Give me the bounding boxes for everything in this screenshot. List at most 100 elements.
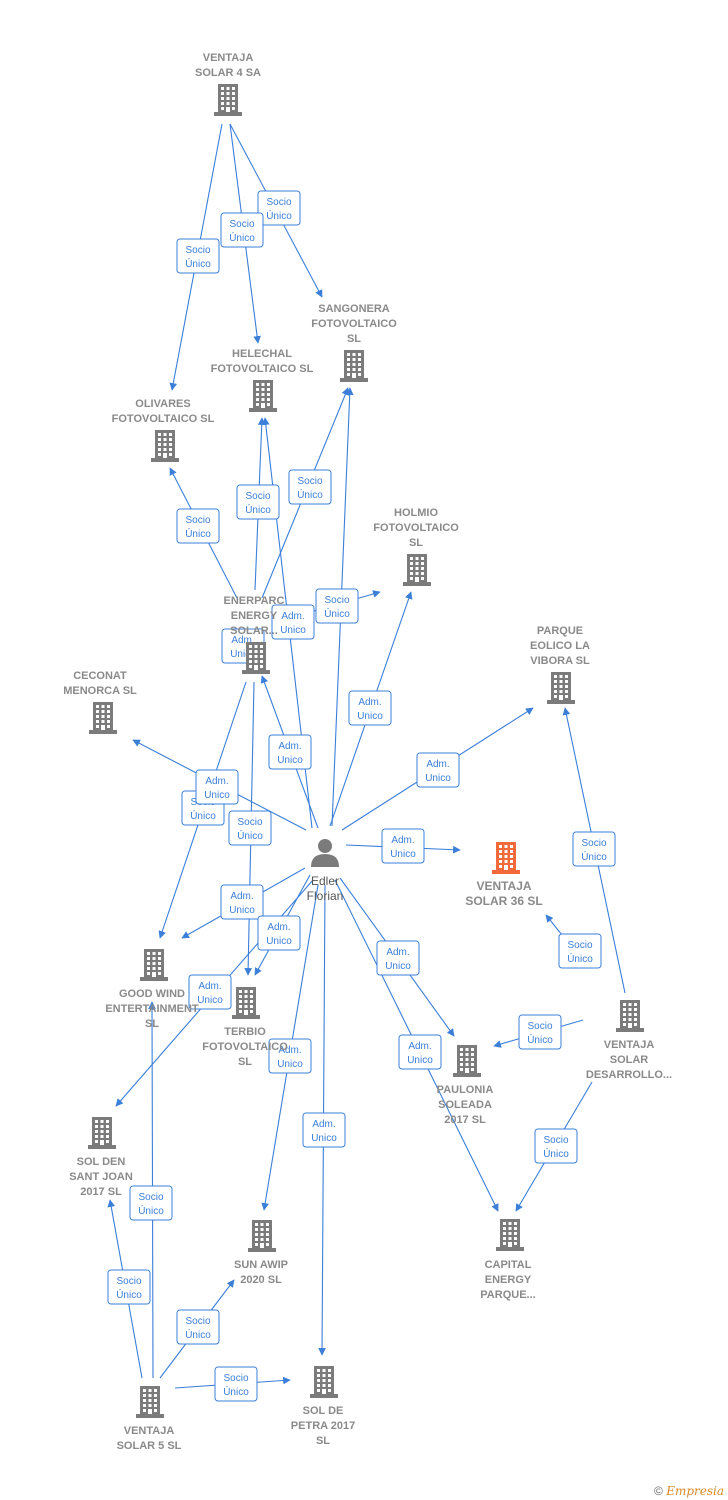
company-name-line: SOLAR 5 SL <box>117 1440 182 1452</box>
edge-label-adm[interactable]: Adm.Unico <box>381 828 425 864</box>
company-name-line: FOTOVOLTAICO <box>311 318 397 330</box>
edge-label-adm[interactable]: Adm.Unico <box>302 1112 346 1148</box>
company-name-line: 2020 SL <box>240 1274 282 1286</box>
building-icon[interactable] <box>242 642 270 674</box>
edge-label-text: Socio <box>245 491 270 502</box>
highlighted-building-icon[interactable] <box>492 842 520 874</box>
company-node-capital[interactable]: CAPITALENERGYPARQUE... <box>480 1219 536 1301</box>
edge-label-text: Único <box>581 850 607 863</box>
building-icon[interactable] <box>136 1386 164 1418</box>
edge-label-text: Único <box>567 952 593 965</box>
edge-label-adm[interactable]: Adm.Unico <box>195 769 239 805</box>
edge-label-adm[interactable]: Adm.Unico <box>416 752 460 788</box>
company-name-line: SANT JOAN <box>69 1171 133 1183</box>
building-icon[interactable] <box>151 430 179 462</box>
edge-label-text: Adm. <box>408 1041 431 1052</box>
company-name-line: SOLAR 36 SL <box>465 894 542 908</box>
edge-label-text: Adm. <box>391 835 414 846</box>
building-icon[interactable] <box>310 1366 338 1398</box>
footer-credit: © Empresia <box>654 1484 724 1498</box>
company-name-line: HOLMIO <box>394 507 438 519</box>
brand-logo-text: Empresia <box>666 1484 724 1498</box>
edge-label-adm[interactable]: Adm.Unico <box>188 974 232 1010</box>
building-icon[interactable] <box>88 1117 116 1149</box>
edge-label-text: Único <box>138 1204 164 1217</box>
building-icon[interactable] <box>249 380 277 412</box>
edge-label-text: Unico <box>229 905 255 916</box>
building-icon[interactable] <box>340 350 368 382</box>
company-name-line: OLIVARES <box>135 398 190 410</box>
edge-label-text: Unico <box>385 961 411 972</box>
edge-label-adm[interactable]: Adm. Unico <box>220 884 264 920</box>
company-node-vsd[interactable]: VENTAJASOLARDESARROLLO... <box>586 1000 672 1081</box>
edge-label-adm[interactable]: Adm.Unico <box>398 1034 442 1070</box>
edge-label-text: Socio <box>324 595 349 606</box>
building-icon[interactable] <box>248 1220 276 1252</box>
edge-label-adm[interactable]: Adm.Unico <box>348 690 392 726</box>
edge-label-box <box>129 1185 173 1221</box>
edge-label-text: Unico <box>280 625 306 636</box>
edge-label-adm[interactable]: Adm.Unico <box>271 604 315 640</box>
building-icon[interactable] <box>89 702 117 734</box>
edge-label-text: Socio <box>581 838 606 849</box>
edge-label-adm[interactable]: Adm.Unico <box>268 1038 312 1074</box>
building-icon[interactable] <box>140 949 168 981</box>
building-icon[interactable] <box>496 1219 524 1251</box>
edge-label-box <box>534 1128 578 1164</box>
building-icon[interactable] <box>214 84 242 116</box>
person-icon[interactable] <box>311 839 339 867</box>
edge-label-adm[interactable]: Adm.Unico <box>257 915 301 951</box>
building-icon[interactable] <box>616 1000 644 1032</box>
company-name-line: SL <box>409 537 423 549</box>
building-icon[interactable] <box>403 554 431 586</box>
person-name-line: Edler <box>311 874 339 888</box>
edge-label-text: Unico <box>230 649 256 660</box>
building-icon[interactable] <box>453 1045 481 1077</box>
edge-label-box <box>302 1112 346 1148</box>
edge-label-adm[interactable]: Adm.Unico <box>268 734 312 770</box>
edge-label-box <box>398 1034 442 1070</box>
building-icon[interactable] <box>547 672 575 704</box>
edge-label-text: Socio <box>138 1192 163 1203</box>
edge-label-adm[interactable]: Adm.Unico <box>376 940 420 976</box>
edge-label-box <box>257 190 301 226</box>
company-name-line: VENTAJA <box>604 1039 655 1051</box>
company-node-enerparc[interactable]: ENERPARCENERGYSOLAR... <box>224 595 285 674</box>
company-name-line: CECONAT <box>73 670 127 682</box>
building-icon[interactable] <box>232 987 260 1019</box>
edge-label-text: Adm. <box>230 891 253 902</box>
